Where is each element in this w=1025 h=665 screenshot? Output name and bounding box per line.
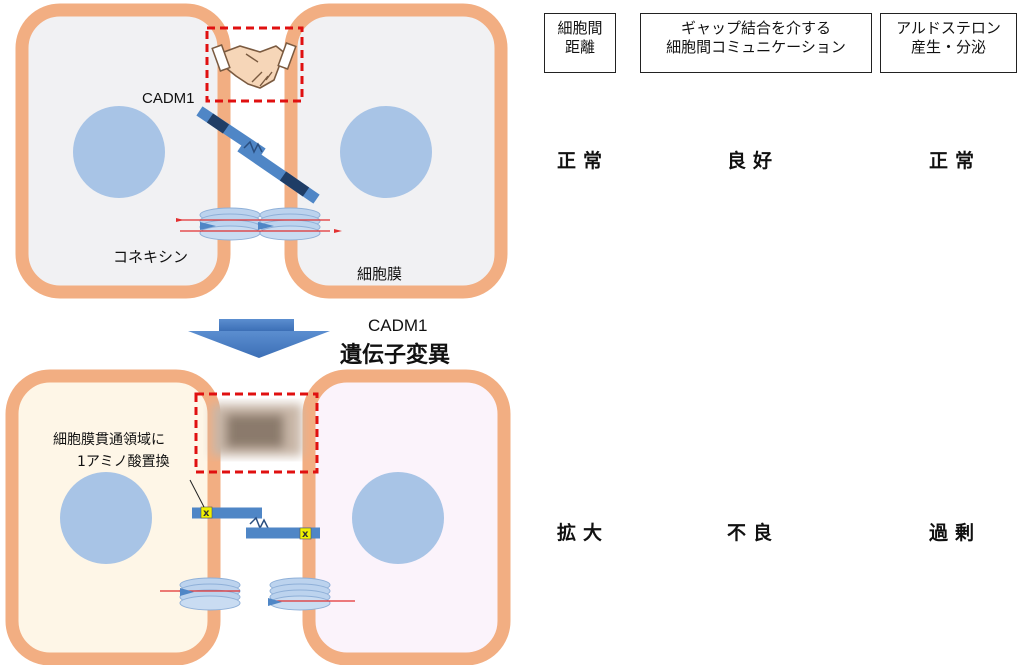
header-aldosterone-line1: アルドステロン	[896, 19, 1001, 37]
handshake-blurred-icon	[212, 404, 302, 456]
label-connexin: コネキシン	[113, 248, 188, 266]
label-membrane: 細胞膜	[357, 265, 402, 283]
label-substitution-line1: 細胞膜貫通領域に	[53, 431, 165, 448]
nucleus-top-left	[73, 106, 165, 198]
label-cadm1-top: CADM1	[142, 90, 195, 107]
connexin-bottom	[160, 577, 355, 611]
nucleus-top-right	[340, 106, 432, 198]
header-gap-junction: ギャップ結合を介する 細胞間コミュニケーション	[640, 13, 872, 73]
header-aldosterone-line2: 産生・分泌	[910, 38, 986, 56]
svg-text:x: x	[203, 508, 210, 519]
row-mutant-communication: 不良	[727, 522, 780, 544]
nucleus-bottom-left	[60, 472, 152, 564]
connexin-top	[176, 207, 342, 241]
cadm1-protein-top	[196, 106, 320, 204]
header-aldosterone: アルドステロン 産生・分泌	[880, 13, 1017, 73]
header-gap-junction-line1: ギャップ結合を介する	[680, 19, 831, 37]
down-arrow-icon	[188, 319, 330, 358]
header-distance: 細胞間 距離	[544, 13, 616, 73]
label-mutation-line1: CADM1	[368, 316, 428, 335]
row-mutant-aldosterone: 過剰	[929, 522, 982, 544]
header-gap-junction-line2: 細胞間コミュニケーション	[666, 38, 846, 56]
pointer-line	[189, 479, 205, 508]
label-mutation-line2: 遺伝子変異	[340, 342, 450, 368]
handshake-highlight-top	[205, 26, 304, 103]
header-distance-line1: 細胞間	[557, 19, 603, 37]
row-normal-distance: 正常	[557, 150, 610, 172]
nucleus-bottom-right	[352, 472, 444, 564]
row-mutant-distance: 拡大	[557, 522, 610, 544]
label-substitution-line2: 1アミノ酸置換	[77, 454, 170, 470]
row-normal-aldosterone: 正常	[929, 150, 982, 172]
cadm1-protein-bottom: x x	[192, 506, 320, 540]
header-distance-line2: 距離	[564, 38, 595, 56]
svg-text:x: x	[302, 529, 309, 540]
mutation-mark-left	[200, 506, 213, 519]
mutation-mark-right	[299, 527, 312, 540]
handshake-icon	[211, 42, 297, 89]
row-normal-communication: 良好	[727, 150, 780, 172]
handshake-highlight-bottom	[194, 392, 319, 474]
